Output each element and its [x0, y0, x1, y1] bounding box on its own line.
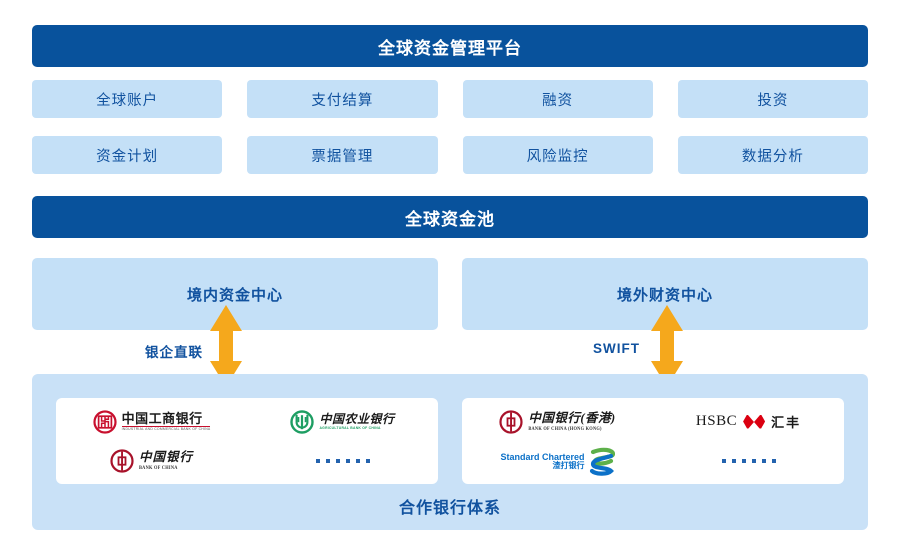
offshore-bank-card: 中国银行(香港) BANK OF CHINA (HONG KONG) HSBC — [462, 398, 844, 484]
bank-row: 中国工商银行 INDUSTRIAL AND COMMERCIAL BANK OF… — [56, 402, 438, 441]
connector-label-swift: SWIFT — [593, 341, 640, 356]
global-pool-band: 全球资金池 — [32, 196, 868, 238]
double-arrow-vertical-icon — [210, 305, 242, 387]
module-global-account[interactable]: 全球账户 — [32, 80, 223, 118]
double-arrow-vertical-icon — [651, 305, 683, 387]
bank-row: 中国银行(香港) BANK OF CHINA (HONG KONG) HSBC — [462, 402, 844, 441]
bank-name-en: INDUSTRIAL AND COMMERCIAL BANK OF CHINA — [121, 426, 211, 432]
module-grid: 全球账户 支付结算 融资 投资 资金计划 票据管理 风险监控 数据分析 — [32, 80, 868, 174]
bank-logo-standard-chartered[interactable]: Standard Chartered 渣打银行 — [462, 446, 653, 476]
domestic-center-label: 境内资金中心 — [186, 287, 283, 304]
platform-title: 全球资金管理平台 — [378, 38, 522, 58]
standard-chartered-helix-icon — [589, 447, 615, 476]
bank-row: 中国银行 BANK OF CHINA — [56, 441, 438, 480]
abc-seal-icon — [290, 409, 315, 434]
sc-name-en: Standard Chartered — [500, 451, 585, 462]
center-boxes: 境内资金中心 境外财资中心 — [32, 258, 868, 330]
module-label: 投资 — [757, 92, 789, 109]
bank-logo-boc-hongkong[interactable]: 中国银行(香港) BANK OF CHINA (HONG KONG) — [462, 409, 653, 434]
bank-logo-icbc[interactable]: 中国工商银行 INDUSTRIAL AND COMMERCIAL BANK OF… — [56, 409, 247, 434]
bank-name-en: BANK OF CHINA — [138, 464, 178, 470]
module-label: 资金计划 — [96, 148, 159, 165]
bank-card-row: 中国工商银行 INDUSTRIAL AND COMMERCIAL BANK OF… — [56, 398, 844, 484]
boc-seal-icon — [110, 448, 134, 473]
module-investment[interactable]: 投资 — [677, 80, 868, 118]
module-fund-planning[interactable]: 资金计划 — [32, 136, 223, 174]
module-label: 融资 — [542, 92, 574, 109]
module-label: 全球账户 — [96, 92, 159, 109]
module-data-analysis[interactable]: 数据分析 — [677, 136, 868, 174]
bochk-seal-icon — [499, 409, 523, 434]
bank-name-en: AGRICULTURAL BANK OF CHINA — [319, 425, 381, 430]
bank-logo-hsbc[interactable]: HSBC 汇丰 — [653, 412, 844, 431]
connector-label-bank-direct-link: 银企直联 — [145, 345, 203, 360]
offshore-center-label: 境外财资中心 — [616, 287, 713, 304]
sc-name-cn: 渣打银行 — [552, 460, 585, 470]
module-label: 数据分析 — [741, 148, 804, 165]
module-bill-management[interactable]: 票据管理 — [247, 136, 438, 174]
hsbc-wordmark: HSBC — [695, 413, 738, 429]
bank-logo-boc[interactable]: 中国银行 BANK OF CHINA — [56, 448, 247, 473]
global-pool-title: 全球资金池 — [405, 209, 495, 229]
partner-bank-panel: 中国工商银行 INDUSTRIAL AND COMMERCIAL BANK OF… — [32, 374, 868, 530]
domestic-bank-card: 中国工商银行 INDUSTRIAL AND COMMERCIAL BANK OF… — [56, 398, 438, 484]
ellipsis-dots-icon — [721, 458, 776, 463]
bank-logo-abc[interactable]: 中国农业银行 AGRICULTURAL BANK OF CHINA — [247, 409, 438, 434]
platform-title-band: 全球资金管理平台 — [32, 25, 868, 67]
domestic-fund-center[interactable]: 境内资金中心 — [32, 258, 438, 330]
module-label: 票据管理 — [311, 148, 374, 165]
module-risk-monitoring[interactable]: 风险监控 — [462, 136, 653, 174]
hsbc-name-cn: 汇丰 — [771, 415, 802, 430]
more-banks-ellipsis — [653, 458, 844, 463]
module-label: 支付结算 — [311, 92, 374, 109]
module-financing[interactable]: 融资 — [462, 80, 653, 118]
more-banks-ellipsis — [247, 458, 438, 463]
bank-name-cn: 中国工商银行 — [121, 410, 203, 426]
module-label: 风险监控 — [526, 148, 589, 165]
bank-name-cn: 中国银行 — [138, 450, 193, 465]
hsbc-hexagon-icon — [743, 414, 766, 429]
partner-panel-label: 合作银行体系 — [398, 500, 501, 517]
bank-name-en: BANK OF CHINA (HONG KONG) — [528, 425, 602, 431]
bank-name-cn: 中国农业银行 — [319, 411, 395, 426]
bank-name-cn: 中国银行(香港) — [528, 411, 616, 426]
ellipsis-dots-icon — [315, 458, 370, 463]
bank-row: Standard Chartered 渣打银行 — [462, 441, 844, 480]
icbc-seal-icon — [92, 409, 117, 434]
module-payment-settlement[interactable]: 支付结算 — [247, 80, 438, 118]
